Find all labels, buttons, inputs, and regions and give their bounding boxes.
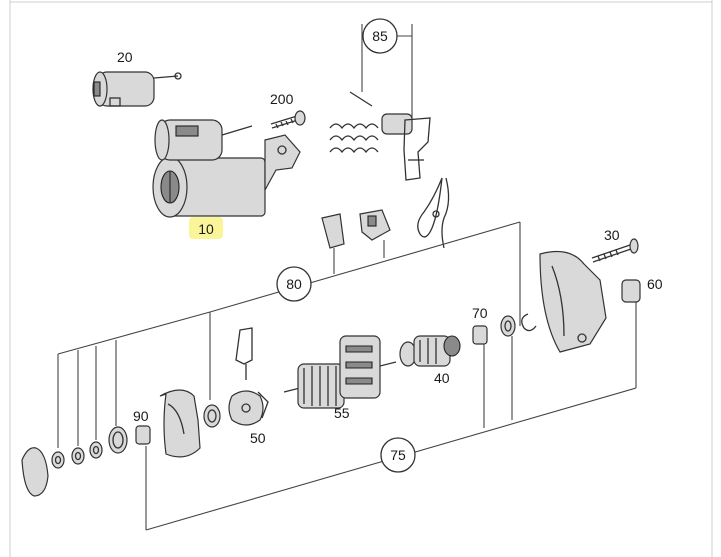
- label-screw-30: 30: [604, 227, 620, 243]
- solenoid-switch: [92, 71, 182, 107]
- screw-30: [591, 238, 639, 263]
- label-starter-highlight: [189, 217, 223, 239]
- armature-55: [283, 335, 397, 409]
- brush-holder-parts: [321, 209, 391, 249]
- label-starter[interactable]: 10: [198, 221, 214, 237]
- retaining-pliers: [417, 177, 450, 249]
- leader-80-main: [209, 221, 521, 313]
- bushing-60: [621, 279, 641, 303]
- end-ring: [203, 404, 221, 428]
- circlip: [521, 313, 537, 332]
- label-bolt-200: 200: [270, 91, 294, 107]
- ring-70: [472, 325, 488, 345]
- drive-end-housing: [539, 251, 607, 353]
- label-drive: 40: [434, 370, 450, 386]
- spring-plate-50: [228, 327, 269, 426]
- label-ring-70: 70: [472, 305, 488, 321]
- starter-motor-assembly: [152, 119, 301, 218]
- brush-kit-parts: [329, 91, 431, 181]
- label-repair-kit: 75: [390, 447, 406, 463]
- label-spring-plate: 50: [250, 430, 266, 446]
- bushing-90: [135, 425, 151, 445]
- leader-left-diagonal: [57, 311, 211, 355]
- label-armature: 55: [334, 405, 350, 421]
- bubble-85: [362, 18, 398, 54]
- commutator-end-cover: [159, 389, 201, 458]
- label-bushing-60: 60: [647, 276, 663, 292]
- label-solenoid: 20: [117, 49, 133, 65]
- ring-small: [500, 315, 516, 337]
- left-end-parts: [21, 426, 128, 497]
- label-brush-kit: 85: [372, 28, 388, 44]
- pinion-drive-40: [399, 335, 461, 367]
- label-bushing-90: 90: [133, 408, 149, 424]
- label-brush-set: 80: [286, 276, 302, 292]
- bubble-75: [380, 437, 416, 473]
- bolt-200: [270, 110, 306, 129]
- bubble-80: [276, 266, 312, 302]
